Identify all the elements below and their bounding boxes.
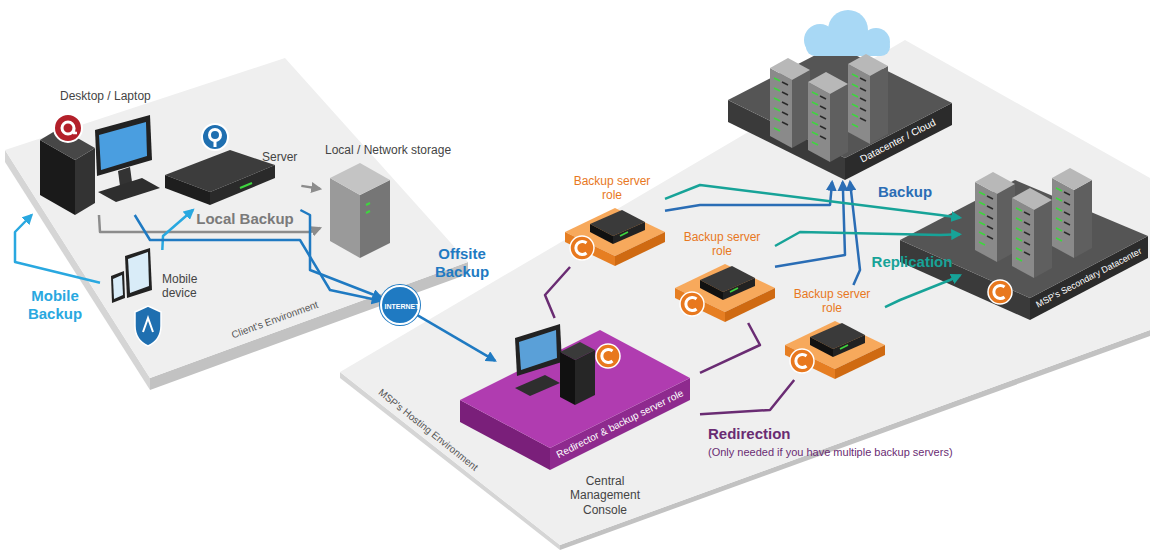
secondary-datacenter-icon (988, 280, 1012, 304)
secondary-datacenter-icon (975, 172, 1015, 262)
node-label: Backup server role (792, 287, 872, 316)
node-label: Mobile device (162, 272, 216, 301)
connector (301, 186, 320, 189)
mobile-icon (128, 252, 149, 293)
mobile-icon (125, 248, 152, 298)
datacenter-node: Datacenter / Cloud (725, 5, 955, 182)
mobile-icon (111, 248, 161, 346)
redirector-slab (460, 330, 690, 448)
backup-server-node: Backup server role (670, 228, 775, 323)
connector (417, 315, 495, 360)
mobile-icon (135, 306, 161, 346)
redirector-slab (515, 375, 560, 396)
redirector-slab (560, 352, 575, 405)
edge-label: Replication (872, 253, 953, 271)
desktop-icon (54, 114, 82, 142)
desktop-icon (95, 115, 152, 176)
connector (162, 210, 193, 250)
mobile-icon (113, 275, 123, 299)
connector (700, 323, 760, 373)
server-icon (165, 175, 210, 205)
node-label: Backup server role (682, 230, 762, 259)
node-label: Datacenter / Cloud (858, 117, 938, 166)
node-label: MSP's Hosting Environment (376, 386, 480, 473)
desktop-icon (74, 128, 77, 133)
redirector-slab (575, 350, 595, 405)
node-label: Client's Environment (230, 299, 320, 342)
redirector-slab (596, 344, 620, 368)
client-platform (5, 58, 468, 378)
node-label: Redirector & backup server role (554, 387, 685, 461)
flow-label: Offsite Backup (426, 245, 498, 281)
edge-label: Backup (878, 183, 932, 201)
flow-label: Redirection (708, 425, 791, 443)
datacenter-icon (806, 38, 890, 56)
connector (15, 215, 100, 283)
server-icon (202, 124, 228, 150)
node-caption: Central Management Console (560, 474, 650, 517)
device-node: Mobile device (100, 250, 220, 345)
server-icon (214, 140, 217, 147)
msp-platform (340, 40, 1150, 545)
mobile-icon (111, 271, 125, 303)
connector (775, 232, 960, 246)
device-node: Server (165, 140, 301, 210)
device-node: Local / Network storage (320, 140, 460, 260)
connector (700, 380, 794, 414)
desktop-icon (99, 122, 147, 170)
connector (665, 182, 832, 211)
node-label: Server (262, 150, 297, 164)
storage-icon (330, 163, 390, 195)
msp-platform (340, 40, 1150, 550)
server-icon (240, 183, 252, 188)
illustration (675, 264, 775, 322)
secondary-datacenter-icon (1052, 168, 1092, 258)
illustration (785, 321, 885, 379)
node-label: Local / Network storage (325, 143, 451, 157)
connector (545, 267, 570, 318)
secondary-datacenter-icon (1012, 188, 1052, 278)
datacenter-icon (848, 54, 888, 144)
redirector-slab (519, 330, 557, 370)
node-label: INTERNET (385, 303, 420, 311)
flow-label: Mobile Backup (23, 287, 87, 323)
secondary-datacenter-icon (900, 168, 1148, 320)
datacenter-icon (808, 72, 848, 162)
desktop-icon (62, 122, 74, 134)
datacenter-icon (804, 10, 890, 56)
node-label: Desktop / Laptop (60, 89, 151, 103)
server-icon (210, 165, 275, 205)
secondary-datacenter-icon (900, 180, 1148, 298)
datacenter-icon (728, 10, 952, 180)
connector (300, 210, 381, 298)
desktop-icon (40, 114, 160, 215)
datacenter-icon (770, 58, 810, 148)
server-icon (210, 130, 221, 141)
device-node: Desktop / Laptop (30, 85, 160, 215)
node-label: Backup server role (572, 174, 652, 203)
connector (885, 275, 960, 307)
server-icon (165, 124, 275, 205)
storage-icon (330, 163, 390, 258)
backup-server-node: Backup server role (560, 172, 665, 267)
mobile-icon (143, 318, 153, 332)
redirector-slab (460, 324, 690, 470)
note-text: (Only needed if you have multiple backup… (708, 446, 953, 459)
environment-band: Redirector & backup server roleCentral M… (330, 35, 1150, 550)
connector (135, 215, 381, 301)
redirector-node: Redirector & backup server roleCentral M… (495, 318, 700, 523)
backup-server-node: Backup server role (780, 285, 885, 380)
desktop-icon (98, 178, 160, 202)
internet-circle: INTERNET (380, 285, 420, 325)
node-label: MSP's Secondary Datacenter (1034, 246, 1143, 310)
redirector-slab (515, 324, 562, 376)
storage-icon (366, 203, 370, 213)
edge-label: Local Backup (196, 210, 294, 228)
datacenter-node: MSP's Secondary Datacenter (960, 140, 1148, 322)
illustration (565, 208, 665, 266)
